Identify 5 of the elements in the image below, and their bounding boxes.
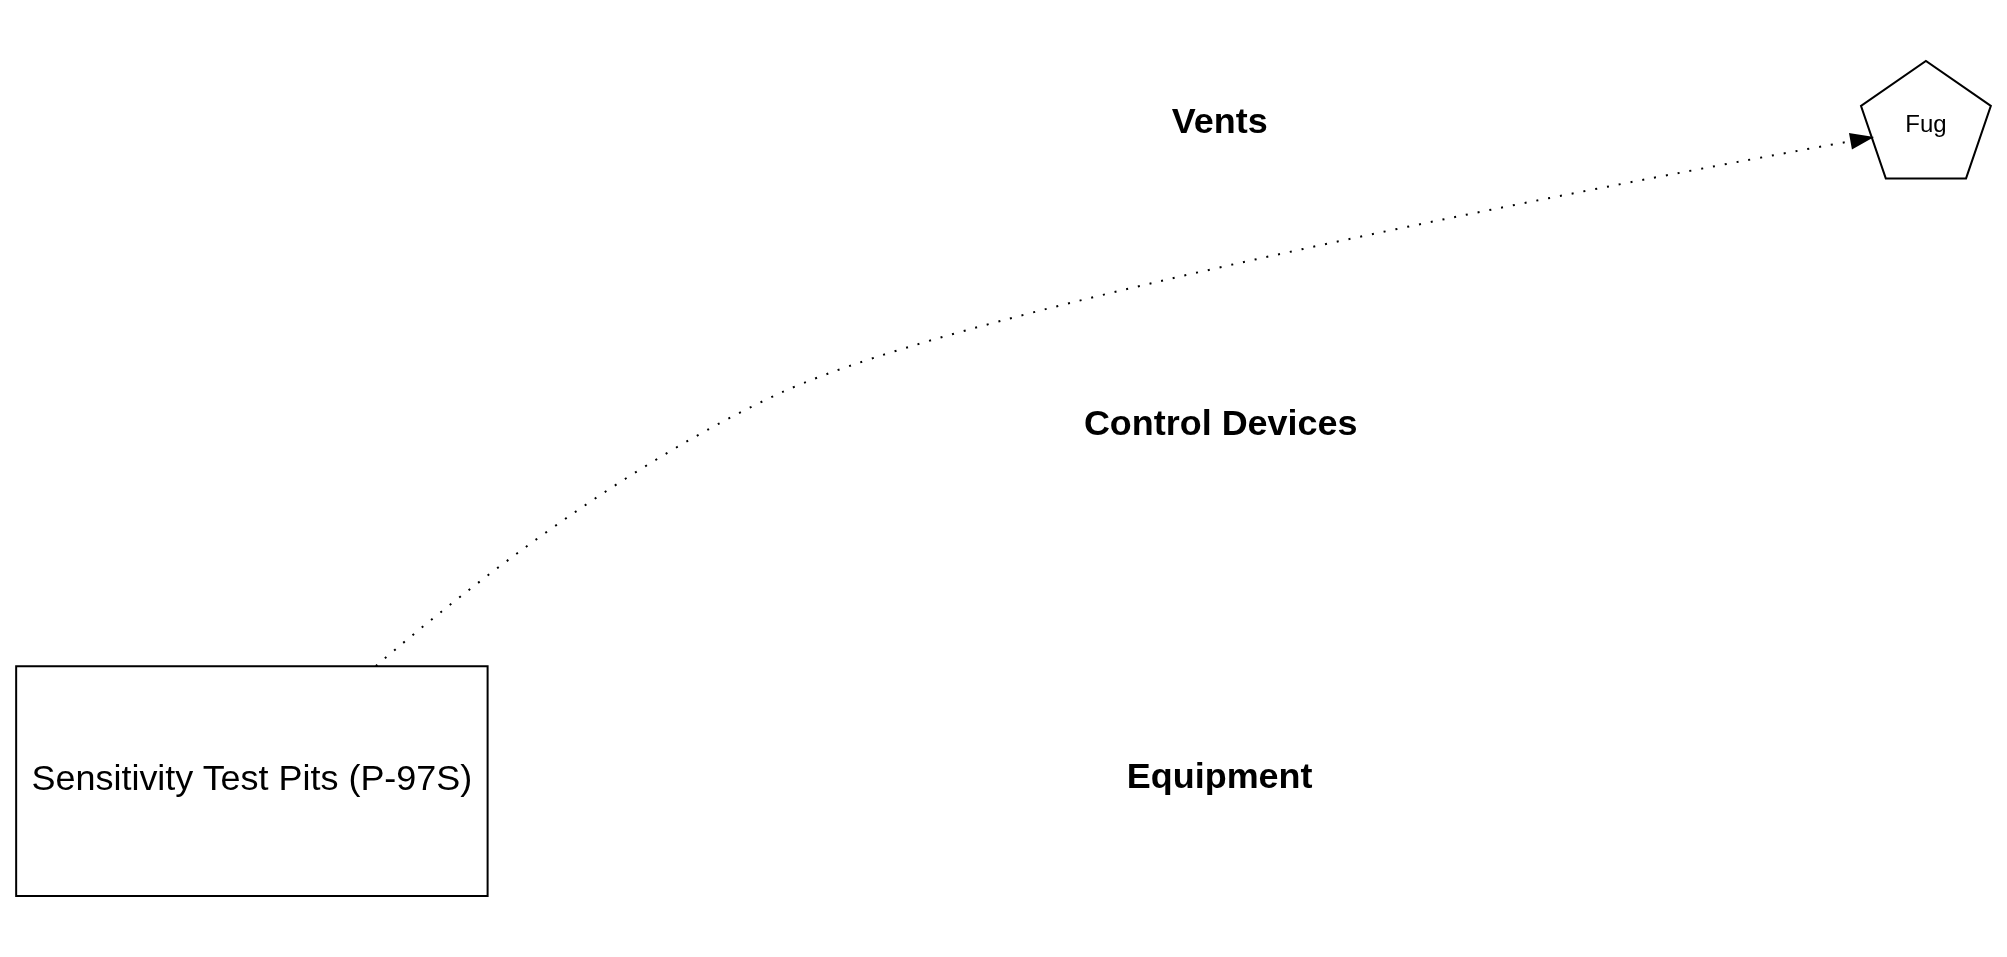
arrow — [374, 133, 1875, 667]
label: Equipment — [1126, 754, 1313, 796]
label: Control Devices — [1083, 402, 1358, 444]
label: Vents — [1171, 99, 1268, 141]
node-box: Sensitivity Test Pits (P-97S) — [15, 665, 489, 897]
